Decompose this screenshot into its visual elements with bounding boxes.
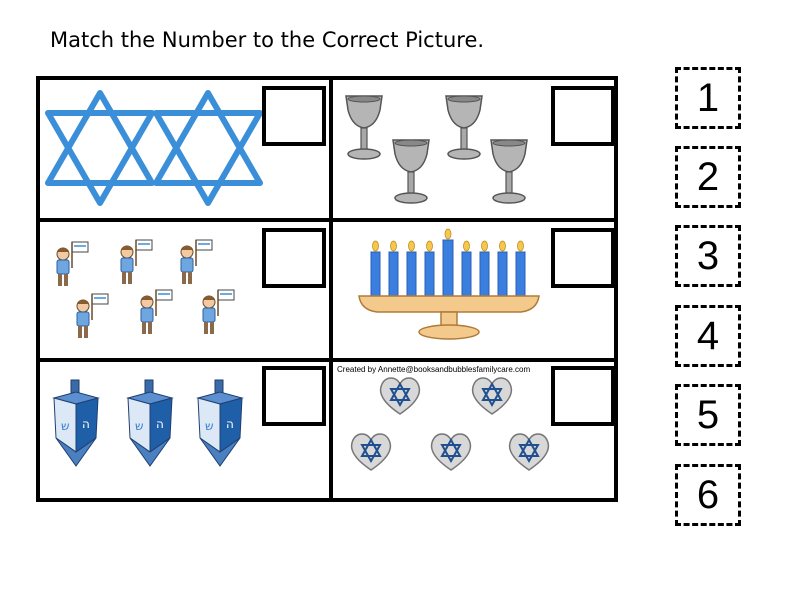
kiddush-cup-icon	[345, 95, 528, 204]
grid-divider-row-1	[40, 218, 614, 222]
cell-stars	[40, 80, 329, 218]
number-card-6[interactable]: 6	[675, 464, 741, 526]
answer-box[interactable]	[551, 86, 615, 146]
star-of-david-icon	[45, 90, 263, 206]
cell-cups	[333, 80, 618, 218]
heart-star-icon	[350, 377, 550, 471]
menorah-icon	[358, 228, 540, 340]
number-card-2[interactable]: 2	[675, 146, 741, 208]
boy-with-flag-icon	[56, 239, 235, 339]
number-card-1[interactable]: 1	[675, 67, 741, 129]
answer-box[interactable]	[262, 366, 326, 426]
answer-box[interactable]	[551, 366, 615, 426]
page-title: Match the Number to the Correct Picture.	[50, 28, 485, 52]
number-card-3[interactable]: 3	[675, 225, 741, 287]
picture-grid: ש ה Created by Annette@booksandbubblesfa…	[36, 76, 618, 502]
grid-divider-vertical	[329, 80, 333, 498]
dreidel-icon: ש ה	[53, 379, 243, 467]
number-card-4[interactable]: 4	[675, 305, 741, 367]
credit-text: Created by Annette@booksandbubblesfamily…	[337, 365, 531, 374]
cell-boys	[40, 222, 329, 358]
cell-dreidels: ש ה	[40, 362, 329, 502]
answer-box[interactable]	[262, 86, 326, 146]
grid-divider-row-2	[40, 358, 614, 362]
answer-box[interactable]	[262, 228, 326, 288]
number-card-5[interactable]: 5	[675, 384, 741, 446]
answer-box[interactable]	[551, 228, 615, 288]
cell-hearts: Created by Annette@booksandbubblesfamily…	[333, 362, 618, 502]
cell-menorah	[333, 222, 618, 358]
